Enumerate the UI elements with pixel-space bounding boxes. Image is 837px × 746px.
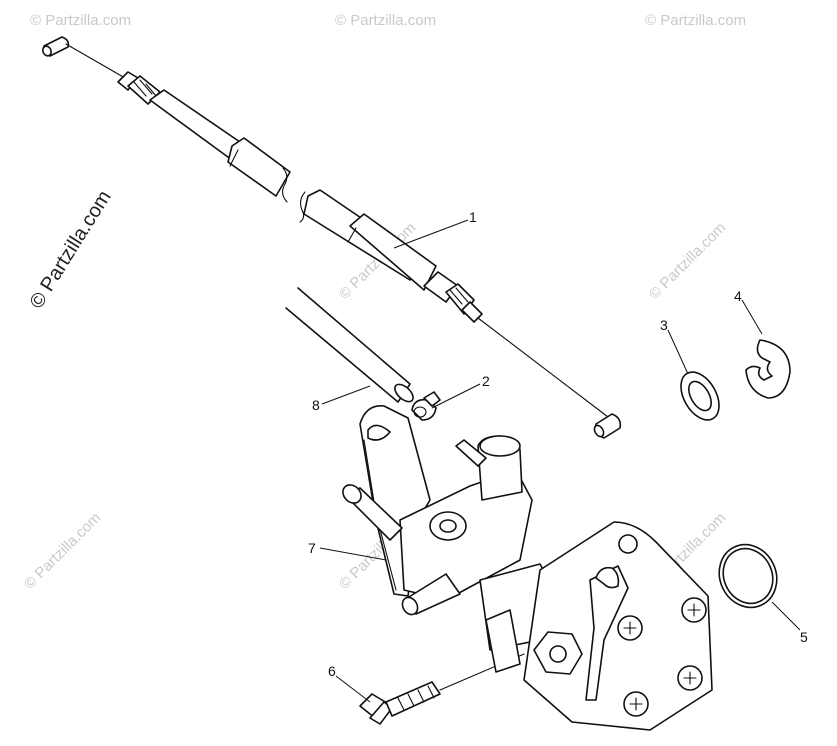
hose-clamp-2 xyxy=(411,391,441,421)
o-ring-5 xyxy=(718,543,778,609)
watermark-text: © Partzilla.com xyxy=(30,12,131,29)
cable-upper-segment xyxy=(42,36,291,203)
callout-6: 6 xyxy=(328,663,336,679)
callout-1: 1 xyxy=(469,209,477,225)
callout-3: 3 xyxy=(660,317,668,333)
cover-screws xyxy=(617,597,707,717)
cable-lower-segment xyxy=(299,189,622,439)
watermark-text: © Partzilla.com xyxy=(645,12,746,29)
watermark-text: © Partzilla.com xyxy=(21,509,104,592)
callout-5: 5 xyxy=(800,629,808,645)
callout-8: 8 xyxy=(312,397,320,413)
callout-leaders xyxy=(319,219,801,703)
oil-pump-body xyxy=(342,435,713,731)
callout-2: 2 xyxy=(482,373,490,389)
watermark-main: © Partzilla.com xyxy=(26,187,116,313)
callout-7: 7 xyxy=(308,540,316,556)
e-clip-4 xyxy=(745,339,791,399)
washer-3 xyxy=(680,371,720,421)
oil-hose-8 xyxy=(285,287,414,403)
watermark-text: © Partzilla.com xyxy=(646,219,729,302)
callout-numbers: 1 2 3 4 5 6 7 8 xyxy=(308,209,808,679)
watermark-text: © Partzilla.com xyxy=(335,12,436,29)
callout-4: 4 xyxy=(734,288,742,304)
